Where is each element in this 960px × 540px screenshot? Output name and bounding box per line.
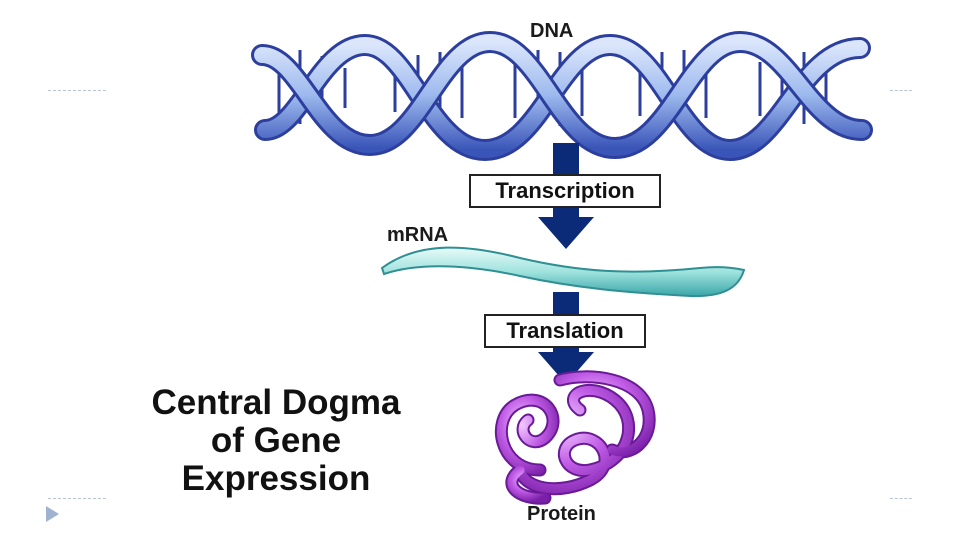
slide-divider-top-right xyxy=(890,90,912,91)
slide-title-line-3: Expression xyxy=(181,459,371,498)
slide-divider-top-left xyxy=(48,90,106,91)
slide-title: Central Dogma of Gene Expression xyxy=(100,384,452,498)
dna-strand-front xyxy=(254,33,870,157)
protein-label: Protein xyxy=(527,503,596,525)
mrna-ribbon-icon xyxy=(380,246,746,298)
dna-helix-icon xyxy=(251,30,873,162)
protein-structure-icon xyxy=(494,370,656,505)
transcription-label: Transcription xyxy=(469,174,661,208)
slide-title-line-1: Central Dogma xyxy=(151,383,401,422)
slide-title-line-2: of Gene xyxy=(210,421,342,460)
translation-label: Translation xyxy=(484,314,646,348)
dna-label: DNA xyxy=(530,20,574,42)
mrna-label: mRNA xyxy=(387,224,449,246)
slide-divider-bottom-right xyxy=(890,498,912,499)
slide-divider-bottom-left xyxy=(48,498,106,499)
slide-next-arrow-icon[interactable] xyxy=(46,506,59,522)
